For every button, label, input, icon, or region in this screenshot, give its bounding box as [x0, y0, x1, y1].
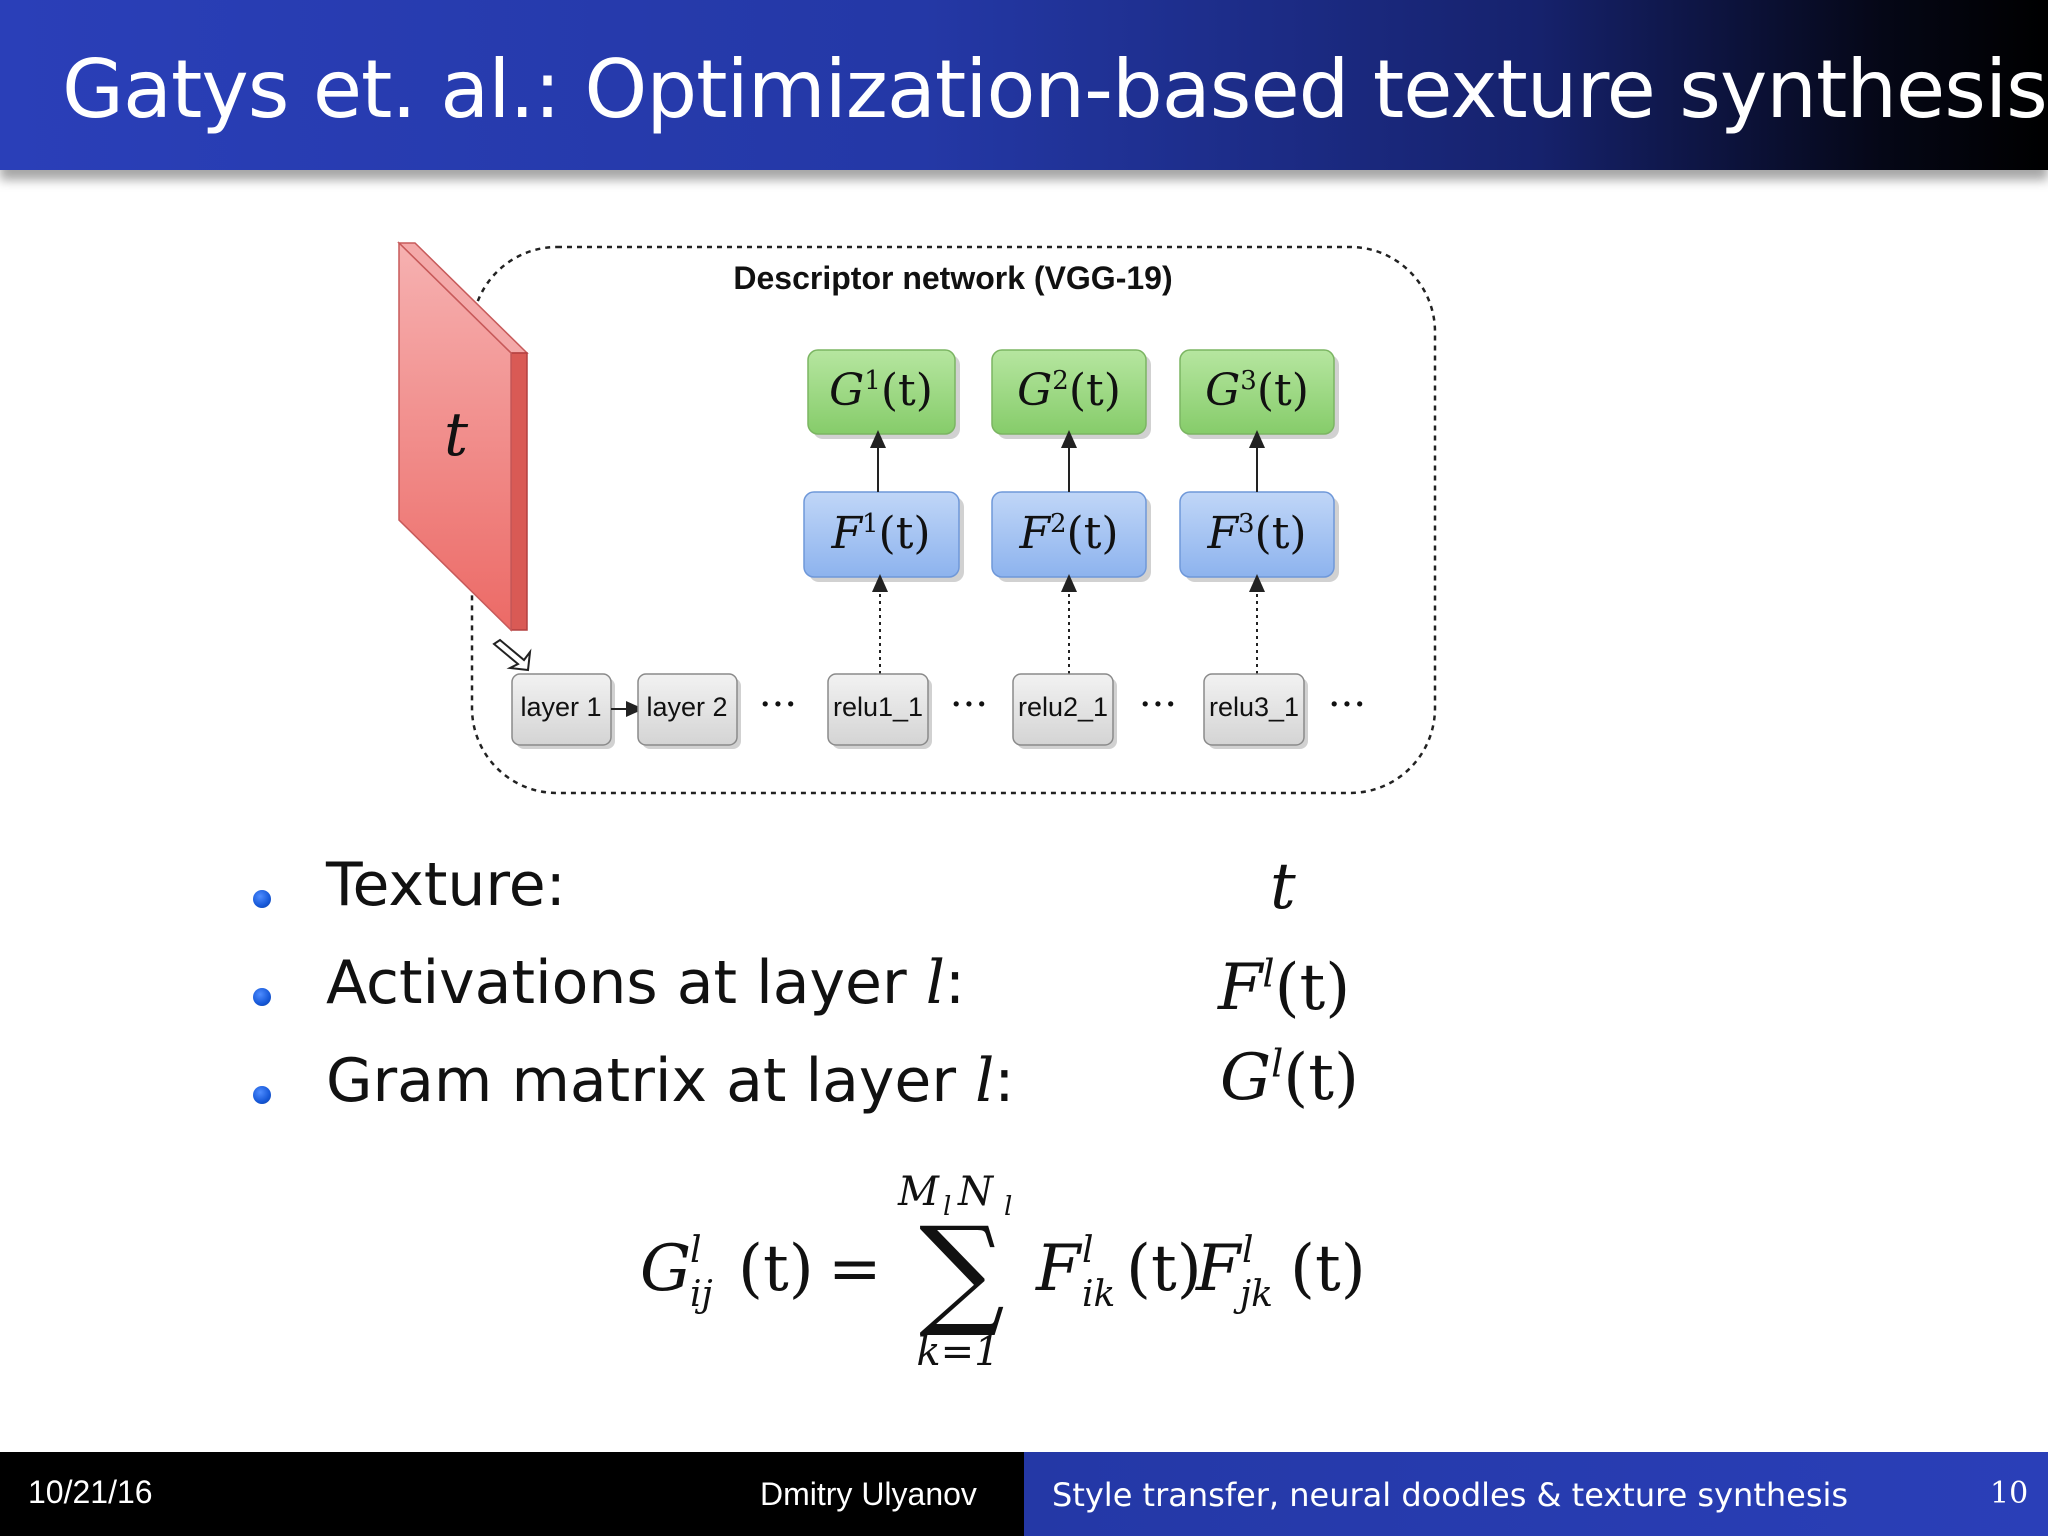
gram-node-3-base: G	[1205, 365, 1240, 416]
gram-node-1: G1(t)	[807, 349, 960, 439]
gram-node-2-sup: 2	[1052, 366, 1069, 396]
ellipsis-1: ···	[759, 682, 797, 728]
feature-node-3-base: F	[1206, 508, 1239, 559]
bullet-activations-colon: :	[944, 948, 966, 1018]
formula-lhs-base: G	[640, 1232, 691, 1306]
activations-math-arg: (t)	[1274, 951, 1351, 1025]
gram-node-1-sup: 1	[864, 366, 881, 396]
svg-text:F2(t): F2(t)	[1018, 508, 1118, 559]
gram-node-1-arg: (t)	[881, 365, 933, 416]
feature-node-3-sup: 3	[1238, 509, 1255, 539]
formula-rhs2-base: F	[1195, 1232, 1243, 1306]
feature-node-1-base: F	[830, 508, 863, 559]
gram-node-2-arg: (t)	[1069, 365, 1121, 416]
feature-node-3-arg: (t)	[1255, 508, 1307, 559]
network-container	[470, 245, 1437, 795]
bullet-activations-label: Activations at layer	[326, 948, 926, 1018]
formula-sum-lower: k=1	[916, 1329, 999, 1375]
svg-text:F1(t): F1(t)	[830, 508, 930, 559]
layer-box-relu1-1: relu1_1	[827, 673, 932, 749]
feature-node-2: F2(t)	[991, 491, 1151, 582]
layer-box-relu2-1: relu2_1	[1012, 673, 1117, 749]
feature-node-2-base: F	[1018, 508, 1051, 559]
footer-page-number: 10	[1990, 1476, 2029, 1511]
texture-slab	[397, 241, 529, 632]
formula-sum-upper-m: M	[897, 1169, 940, 1215]
input-arrow-icon	[492, 638, 532, 672]
title-bar	[0, 0, 2048, 170]
layer-box-2: layer 2	[637, 673, 741, 749]
bullet-activations-var: l	[925, 948, 945, 1018]
svg-text:G3(t): G3(t)	[1205, 365, 1309, 416]
gram-node-3: G3(t)	[1179, 349, 1339, 439]
gram-math-base: G	[1220, 1041, 1272, 1115]
slide-title: Gatys et. al.: Optimization-based textur…	[62, 43, 2048, 136]
footer-author: Dmitry Ulyanov	[760, 1476, 977, 1512]
gram-node-2-base: G	[1017, 365, 1052, 416]
formula-equals: =	[828, 1232, 882, 1306]
bullet-gram-colon: :	[994, 1046, 1015, 1116]
formula-lhs-arg: (t)	[738, 1232, 814, 1306]
activations-math-base: F	[1218, 951, 1263, 1025]
bullet-texture-math: t	[1270, 850, 1296, 924]
feature-node-2-arg: (t)	[1067, 508, 1119, 559]
bullet-activations: Activations at layer l:	[326, 948, 965, 1018]
layer-box-1: layer 1	[511, 673, 615, 749]
formula-sum-symbol: ∑	[919, 1202, 1005, 1341]
formula-sum-upper-n: N	[957, 1169, 995, 1215]
footer-right-band	[1024, 1452, 2048, 1536]
formula-sum-upper-n-sub: l	[1004, 1192, 1012, 1222]
activations-math-sup: l	[1262, 951, 1275, 996]
footer-left-band	[0, 1452, 1024, 1536]
formula-rhs2-arg: (t)	[1290, 1232, 1366, 1306]
texture-label: t	[444, 400, 469, 470]
svg-text:F3(t): F3(t)	[1206, 508, 1306, 559]
formula-lhs-sub: ij	[690, 1274, 713, 1315]
formula-rhs1-arg: (t)	[1126, 1232, 1202, 1306]
bullet-gram: Gram matrix at layer l:	[326, 1046, 1015, 1116]
gram-node-3-sup: 3	[1240, 366, 1257, 396]
feature-node-3: F3(t)	[1179, 491, 1339, 582]
svg-text:G: G	[640, 1232, 691, 1306]
layer-box-1-label: layer 1	[520, 692, 601, 722]
formula-lhs-sup: l	[690, 1230, 702, 1271]
ellipsis-2: ···	[950, 682, 988, 728]
layer-box-relu2-1-label: relu2_1	[1018, 692, 1108, 722]
ellipsis-3: ···	[1139, 682, 1177, 728]
svg-text:G2(t): G2(t)	[1017, 365, 1121, 416]
layer-box-relu3-1: relu3_1	[1203, 673, 1308, 749]
feature-node-1-sup: 1	[862, 509, 879, 539]
gram-node-1-base: G	[829, 365, 864, 416]
formula-rhs2-sup: l	[1242, 1230, 1254, 1271]
formula-sum-upper-m-sub: l	[943, 1192, 951, 1222]
bullet-dot-1	[253, 890, 271, 908]
ellipsis-4: ···	[1328, 682, 1366, 728]
footer-date: 10/21/16	[28, 1474, 153, 1510]
bullet-activations-math: Fl(t)	[1218, 950, 1350, 1025]
feature-node-1-arg: (t)	[879, 508, 931, 559]
feature-node-2-sup: 2	[1050, 509, 1067, 539]
bullet-texture-label: Texture:	[326, 850, 566, 920]
bullet-dot-3	[253, 1086, 271, 1104]
network-title: Descriptor network (VGG-19)	[733, 260, 1172, 296]
formula-rhs1-sup: l	[1082, 1230, 1094, 1271]
formula-rhs2-sub: jk	[1233, 1274, 1273, 1315]
feature-node-1: F1(t)	[803, 491, 964, 582]
layer-box-relu3-1-label: relu3_1	[1209, 692, 1299, 722]
gram-math-sup: l	[1271, 1041, 1284, 1086]
footer-talk-title: Style transfer, neural doodles & texture…	[1052, 1476, 1849, 1514]
bullet-gram-math: Gl(t)	[1220, 1040, 1359, 1115]
gram-node-3-arg: (t)	[1257, 365, 1309, 416]
layer-box-2-label: layer 2	[646, 692, 727, 722]
formula-rhs1-sub: ik	[1082, 1274, 1115, 1315]
bullet-dot-2	[253, 988, 271, 1006]
bullet-gram-var: l	[975, 1046, 995, 1116]
bullet-gram-label: Gram matrix at layer	[326, 1046, 976, 1116]
gram-math-arg: (t)	[1283, 1041, 1359, 1115]
formula-rhs1-base: F	[1035, 1232, 1083, 1306]
layer-box-relu1-1-label: relu1_1	[833, 692, 923, 722]
svg-text:G1(t): G1(t)	[829, 365, 933, 416]
